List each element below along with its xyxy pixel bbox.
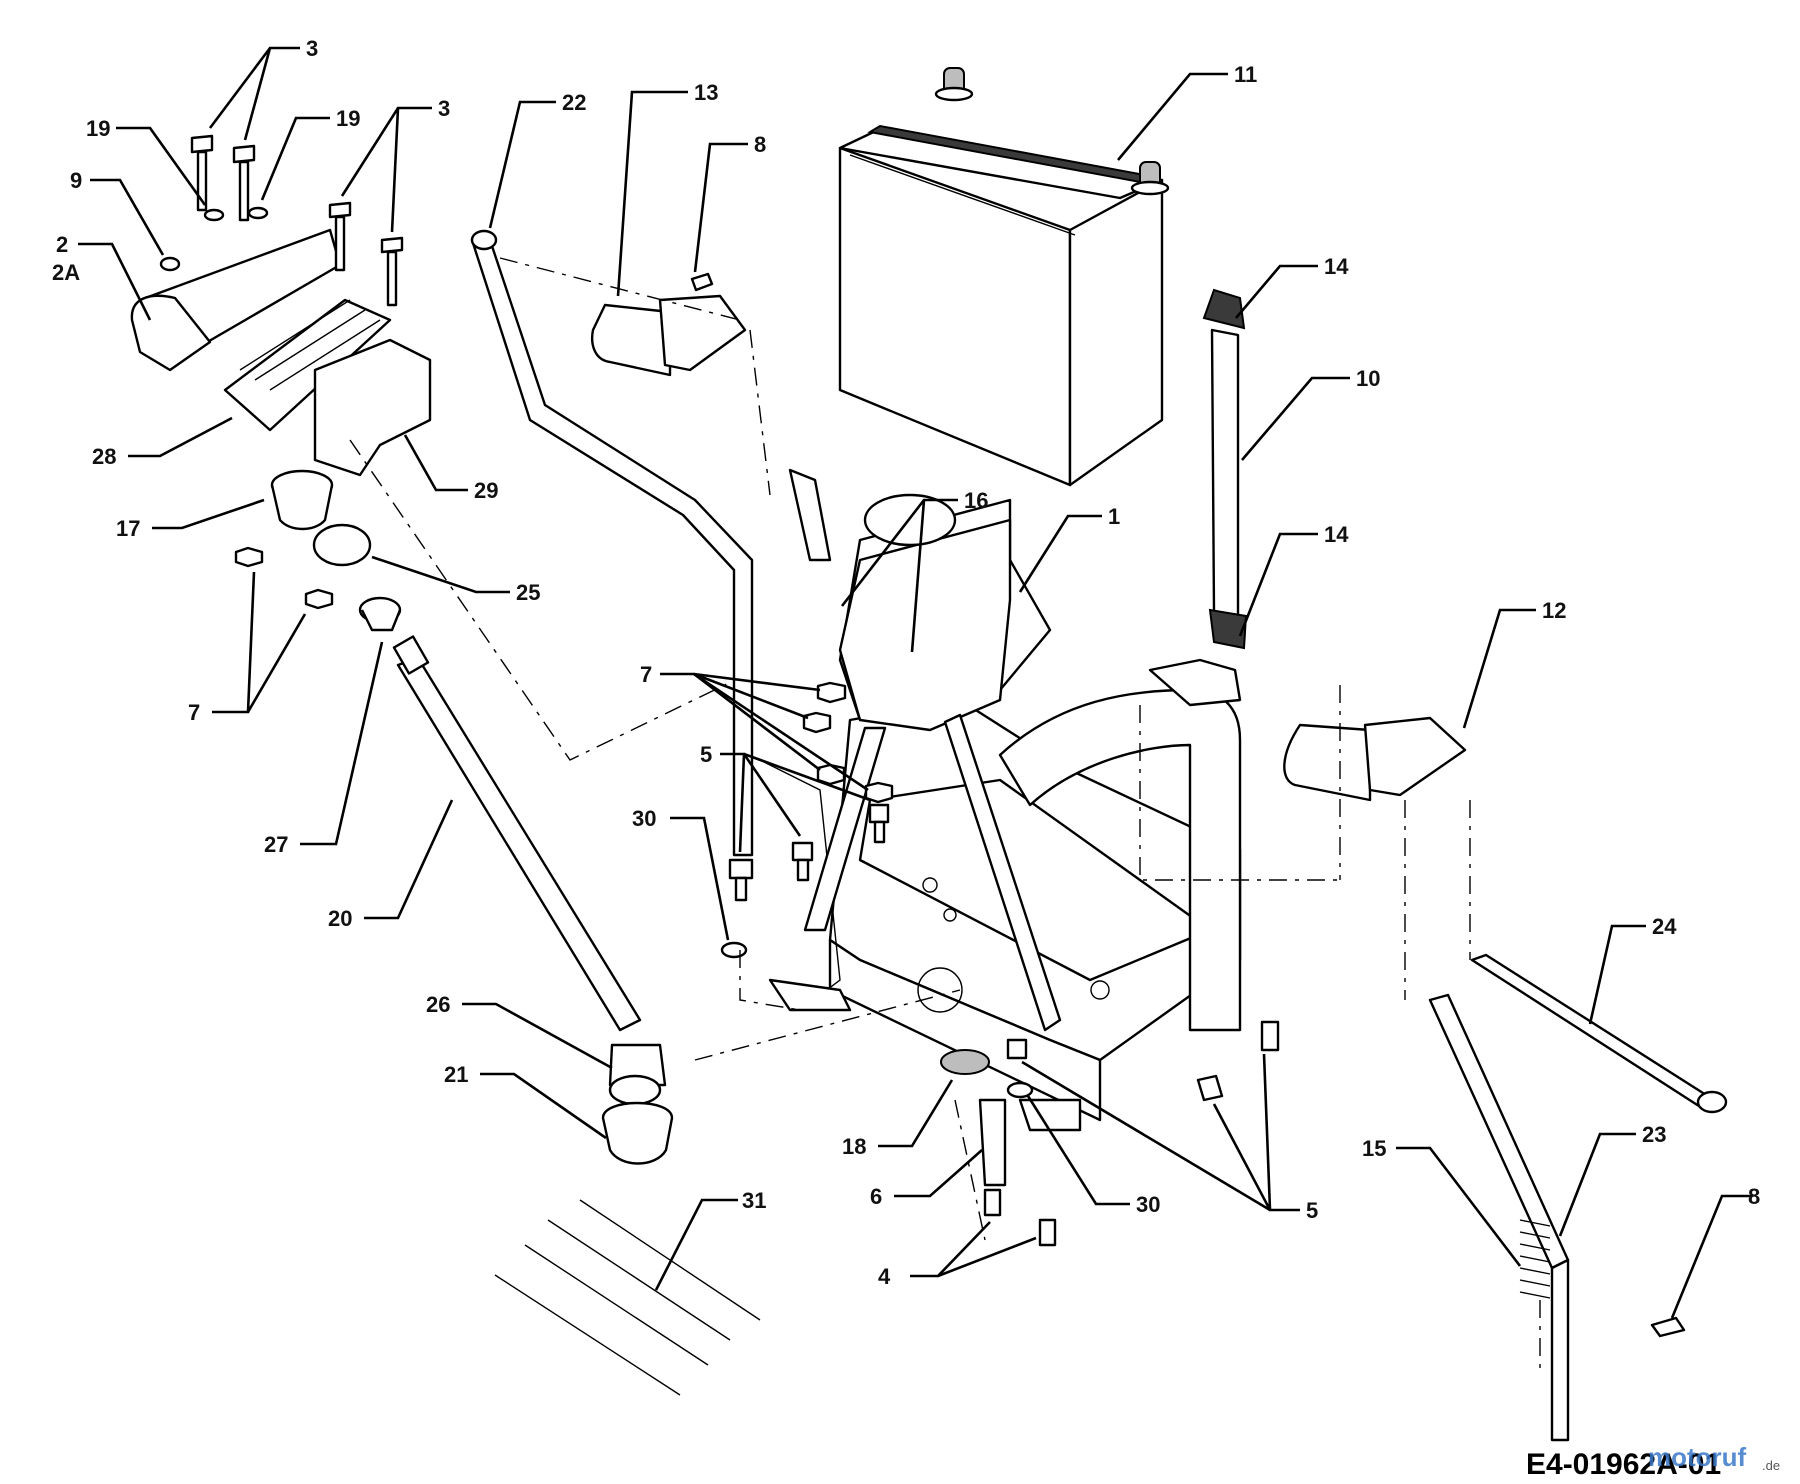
callout-28: 28	[92, 416, 233, 469]
frame-pipe	[998, 658, 1242, 1032]
callout-26: 26	[426, 992, 613, 1070]
callout-11: 11	[1117, 62, 1257, 161]
callout-17: 17	[116, 498, 265, 541]
callout-30b: 30	[1026, 1095, 1160, 1217]
svg-text:30: 30	[632, 806, 656, 831]
svg-text:29: 29	[474, 478, 498, 503]
callout-10: 10	[1241, 366, 1380, 461]
svg-text:8: 8	[1748, 1184, 1760, 1209]
svg-text:19: 19	[86, 116, 110, 141]
battery-strap	[1202, 288, 1248, 650]
column-braces	[803, 713, 1062, 1032]
svg-text:2: 2	[56, 232, 68, 257]
callout-5a: 5	[700, 742, 871, 853]
parts-artwork	[130, 67, 1728, 1442]
svg-text:16: 16	[964, 488, 988, 513]
pedals	[591, 294, 1467, 802]
callout-3a: 3	[208, 36, 318, 141]
callout-27: 27	[264, 641, 384, 857]
callout-20: 20	[328, 799, 454, 931]
svg-text:14: 14	[1324, 522, 1349, 547]
callout-8a: 8	[693, 132, 766, 273]
svg-text:14: 14	[1324, 254, 1349, 279]
callout-13: 13	[616, 80, 718, 297]
svg-text:7: 7	[640, 662, 652, 687]
callouts: 3 19 19 3 9 2 2A 28 29	[52, 36, 1760, 1319]
callout-12: 12	[1462, 598, 1566, 729]
svg-text:31: 31	[742, 1188, 766, 1213]
svg-text:27: 27	[264, 832, 288, 857]
callout-18: 18	[842, 1079, 954, 1159]
svg-text:24: 24	[1652, 914, 1677, 939]
svg-text:3: 3	[306, 36, 318, 61]
svg-text:4: 4	[878, 1264, 891, 1289]
svg-text:8: 8	[754, 132, 766, 157]
svg-text:26: 26	[426, 992, 450, 1017]
callout-25: 25	[371, 555, 540, 605]
svg-text:23: 23	[1642, 1122, 1666, 1147]
svg-text:11: 11	[1234, 62, 1257, 87]
callout-14b: 14	[1238, 522, 1349, 637]
svg-text:15: 15	[1362, 1136, 1386, 1161]
watermark-logo: motoruf .de	[1648, 1442, 1780, 1473]
svg-text:7: 7	[188, 700, 200, 725]
svg-text:3: 3	[438, 96, 450, 121]
shift-rod	[470, 229, 754, 857]
callout-7a: 7	[188, 571, 307, 725]
svg-text:19: 19	[336, 106, 360, 131]
steering-hub	[270, 469, 402, 632]
callout-9: 9	[70, 168, 165, 256]
callout-21: 21	[444, 1062, 607, 1140]
svg-text:motoruf: motoruf	[1648, 1442, 1747, 1472]
callout-14a: 14	[1235, 254, 1349, 319]
drawing-code: E4-01962A-01	[1526, 1448, 1721, 1481]
callout-5b: 5	[1021, 1053, 1318, 1223]
callout-8b: 8	[1670, 1184, 1760, 1319]
svg-text:10: 10	[1356, 366, 1380, 391]
cable-ties	[494, 1199, 761, 1396]
callout-4: 4	[878, 1221, 1037, 1289]
callout-19a: 19	[86, 116, 207, 206]
svg-text:20: 20	[328, 906, 352, 931]
callout-31: 31	[654, 1188, 766, 1291]
svg-text:5: 5	[1306, 1198, 1318, 1223]
svg-text:17: 17	[116, 516, 140, 541]
lower-column-parts	[601, 1043, 674, 1165]
svg-text:22: 22	[562, 90, 586, 115]
callout-7b: 7	[640, 662, 869, 792]
svg-text:9: 9	[70, 168, 82, 193]
svg-text:13: 13	[694, 80, 718, 105]
svg-text:5: 5	[700, 742, 712, 767]
callout-22: 22	[488, 90, 586, 229]
callout-24: 24	[1588, 914, 1677, 1025]
assembly-lines	[349, 257, 1541, 1370]
svg-text:28: 28	[92, 444, 116, 469]
lever-assembly	[130, 228, 432, 477]
svg-text:6: 6	[870, 1184, 882, 1209]
svg-text:2A: 2A	[52, 260, 80, 285]
callout-3b: 3	[340, 96, 450, 233]
callout-1: 1	[1018, 504, 1120, 593]
callout-16: 16	[840, 488, 988, 653]
svg-text:12: 12	[1542, 598, 1566, 623]
callout-29: 29	[403, 434, 498, 503]
svg-text:30: 30	[1136, 1192, 1160, 1217]
callout-23: 23	[1558, 1122, 1666, 1237]
svg-text:1: 1	[1108, 504, 1120, 529]
shift-lever	[1428, 953, 1728, 1442]
callout-30a: 30	[632, 806, 730, 941]
svg-text:.de: .de	[1762, 1458, 1780, 1473]
console-bracket	[788, 468, 1012, 732]
steering-shaft	[392, 635, 642, 1032]
callout-6: 6	[870, 1149, 983, 1209]
callout-19b: 19	[260, 106, 360, 201]
battery	[838, 67, 1170, 487]
svg-text:25: 25	[516, 580, 540, 605]
svg-text:21: 21	[444, 1062, 468, 1087]
svg-text:18: 18	[842, 1134, 866, 1159]
callout-2: 2 2A	[52, 232, 152, 321]
callout-15: 15	[1362, 1136, 1522, 1267]
